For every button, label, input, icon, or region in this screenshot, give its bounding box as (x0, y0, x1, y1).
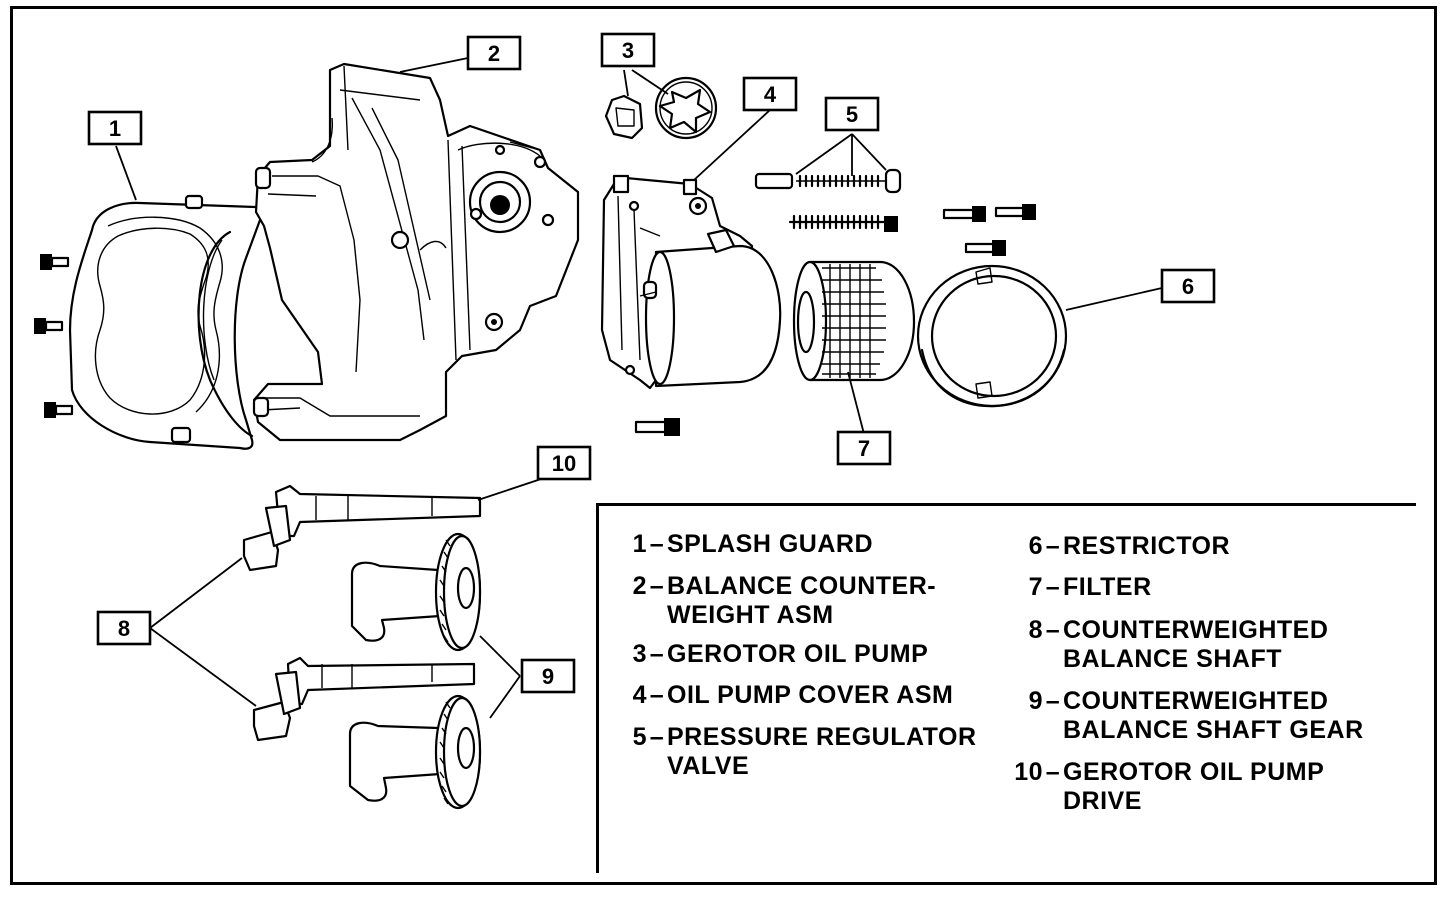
legend-item-number: 3 (632, 640, 647, 668)
callout-6: 6 (1160, 268, 1216, 304)
callout-10-number: 10 (552, 451, 576, 476)
legend-item-number: 5 (632, 723, 647, 751)
legend-item-number: 9 (1028, 687, 1043, 715)
balance-counterweight-asm-part (252, 62, 580, 442)
counterweighted-balance-shaft-gear-part (348, 532, 482, 810)
legend-item-5: 5–PRESSURE REGULATOR VALVE (625, 723, 977, 781)
callout-3-number: 3 (622, 38, 634, 63)
filter-part (792, 260, 916, 382)
legend-item-text: GEROTOR OIL PUMP DRIVE (1063, 758, 1325, 815)
legend-item-text: BALANCE COUNTER- WEIGHT ASM (667, 572, 937, 629)
legend-item-number: 10 (1014, 758, 1043, 786)
legend-item-text: COUNTERWEIGHTED BALANCE SHAFT GEAR (1063, 687, 1364, 744)
legend-item-3: 3–GEROTOR OIL PUMP (625, 640, 928, 669)
legend-item-1: 1–SPLASH GUARD (625, 530, 873, 559)
callout-7: 7 (836, 430, 892, 466)
callout-10: 10 (536, 445, 592, 481)
splash-guard-part (34, 194, 264, 450)
counterweighted-balance-shaft-part (252, 656, 476, 742)
legend-item-number: 6 (1028, 532, 1043, 560)
oil-pump-cover-asm-part (600, 174, 782, 390)
mounting-bolt (964, 240, 1006, 256)
legend-item-4: 4–OIL PUMP COVER ASM (625, 681, 953, 710)
restrictor-part (916, 264, 1068, 408)
splash-guard-bolt (34, 318, 64, 334)
legend-item-2: 2–BALANCE COUNTER- WEIGHT ASM (625, 572, 936, 630)
callout-4-number: 4 (764, 82, 777, 107)
gerotor-oil-pump-drive-part (242, 484, 482, 572)
legend-item-number: 2 (632, 572, 647, 600)
legend-item-8: 8–COUNTERWEIGHTED BALANCE SHAFT (1009, 616, 1328, 674)
mounting-bolt (994, 204, 1036, 220)
legend-item-text: RESTRICTOR (1063, 532, 1231, 560)
callout-8-number: 8 (118, 616, 130, 641)
legend-item-text: GEROTOR OIL PUMP (667, 640, 929, 668)
splash-guard-bolt (40, 254, 70, 270)
callout-2-number: 2 (488, 41, 500, 66)
parts-legend: 1–SPLASH GUARD 2–BALANCE COUNTER- WEIGHT… (596, 503, 1416, 873)
legend-item-text: FILTER (1063, 573, 1152, 601)
legend-item-10: 10–GEROTOR OIL PUMP DRIVE (1009, 758, 1324, 816)
legend-item-number: 4 (632, 681, 647, 709)
callout-3: 3 (600, 32, 656, 68)
legend-item-text: COUNTERWEIGHTED BALANCE SHAFT (1063, 616, 1329, 673)
legend-item-9: 9–COUNTERWEIGHTED BALANCE SHAFT GEAR (1009, 687, 1364, 745)
legend-item-number: 1 (632, 530, 647, 558)
legend-item-text: SPLASH GUARD (667, 530, 874, 558)
gerotor-oil-pump-part (604, 76, 718, 140)
pressure-regulator-valve-part (754, 168, 902, 232)
mounting-bolt (634, 418, 680, 436)
callout-1-number: 1 (109, 116, 121, 141)
callout-9: 9 (520, 658, 576, 694)
legend-item-text: OIL PUMP COVER ASM (667, 681, 954, 709)
splash-guard-bolt (44, 402, 74, 418)
callout-8: 8 (96, 610, 152, 646)
legend-item-text: PRESSURE REGULATOR VALVE (667, 723, 977, 780)
callout-1: 1 (87, 110, 143, 146)
callout-5: 5 (824, 96, 880, 132)
legend-item-number: 8 (1028, 616, 1043, 644)
callout-7-number: 7 (858, 436, 870, 461)
callout-9-number: 9 (542, 664, 554, 689)
callout-6-number: 6 (1182, 274, 1194, 299)
callout-4: 4 (742, 76, 798, 112)
legend-item-6: 6–RESTRICTOR (1009, 532, 1230, 561)
callout-5-number: 5 (846, 102, 858, 127)
legend-item-7: 7–FILTER (1009, 573, 1152, 602)
legend-item-number: 7 (1028, 573, 1043, 601)
mounting-bolt (942, 206, 986, 222)
callout-2: 2 (466, 35, 522, 71)
leader-lines (115, 57, 1163, 719)
